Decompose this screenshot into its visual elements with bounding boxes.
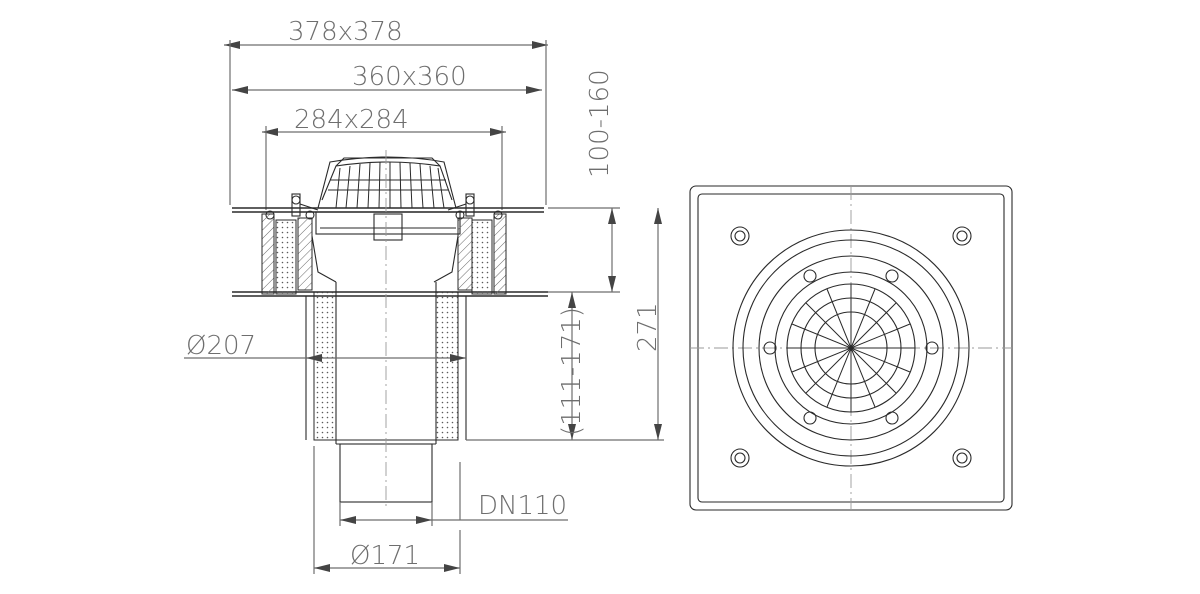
dim-label-100-160: 100-160 bbox=[585, 69, 615, 178]
dim-100-160: 100-160 bbox=[548, 69, 620, 293]
dim-label-171: Ø171 bbox=[350, 541, 420, 571]
dim-207: Ø207 bbox=[184, 331, 466, 362]
corner-bolt-bl bbox=[730, 448, 750, 468]
dim-171: Ø171 bbox=[313, 446, 461, 574]
dim-label-284: 284x284 bbox=[294, 105, 409, 135]
dim-dn110: DN110 bbox=[339, 462, 568, 526]
insulation-left bbox=[261, 213, 337, 295]
corner-bolt-br bbox=[952, 448, 972, 468]
grate-ribs bbox=[787, 284, 915, 412]
dim-label-207: Ø207 bbox=[186, 331, 256, 361]
ring-bolts bbox=[763, 269, 939, 425]
top-view bbox=[689, 185, 1013, 511]
body-tube bbox=[305, 282, 467, 444]
section-view: 378x378 360x360 284x284 bbox=[184, 17, 664, 574]
grate-dome bbox=[315, 156, 461, 241]
dim-label-111-171: (111-171) bbox=[557, 307, 587, 436]
dim-360: 360x360 bbox=[232, 62, 542, 94]
corner-bolt-tr bbox=[952, 226, 972, 246]
dim-111-171: (111-171) bbox=[466, 292, 664, 441]
dim-284: 284x284 bbox=[262, 105, 506, 210]
dim-label-360: 360x360 bbox=[352, 62, 467, 92]
corner-bolt-tl bbox=[730, 226, 750, 246]
dim-271: 271 bbox=[633, 208, 663, 440]
dim-label-378: 378x378 bbox=[288, 17, 403, 47]
dim-label-dn110: DN110 bbox=[478, 491, 567, 521]
dim-label-271: 271 bbox=[633, 302, 663, 352]
insulation-right bbox=[433, 213, 507, 295]
dim-378: 378x378 bbox=[224, 17, 548, 205]
